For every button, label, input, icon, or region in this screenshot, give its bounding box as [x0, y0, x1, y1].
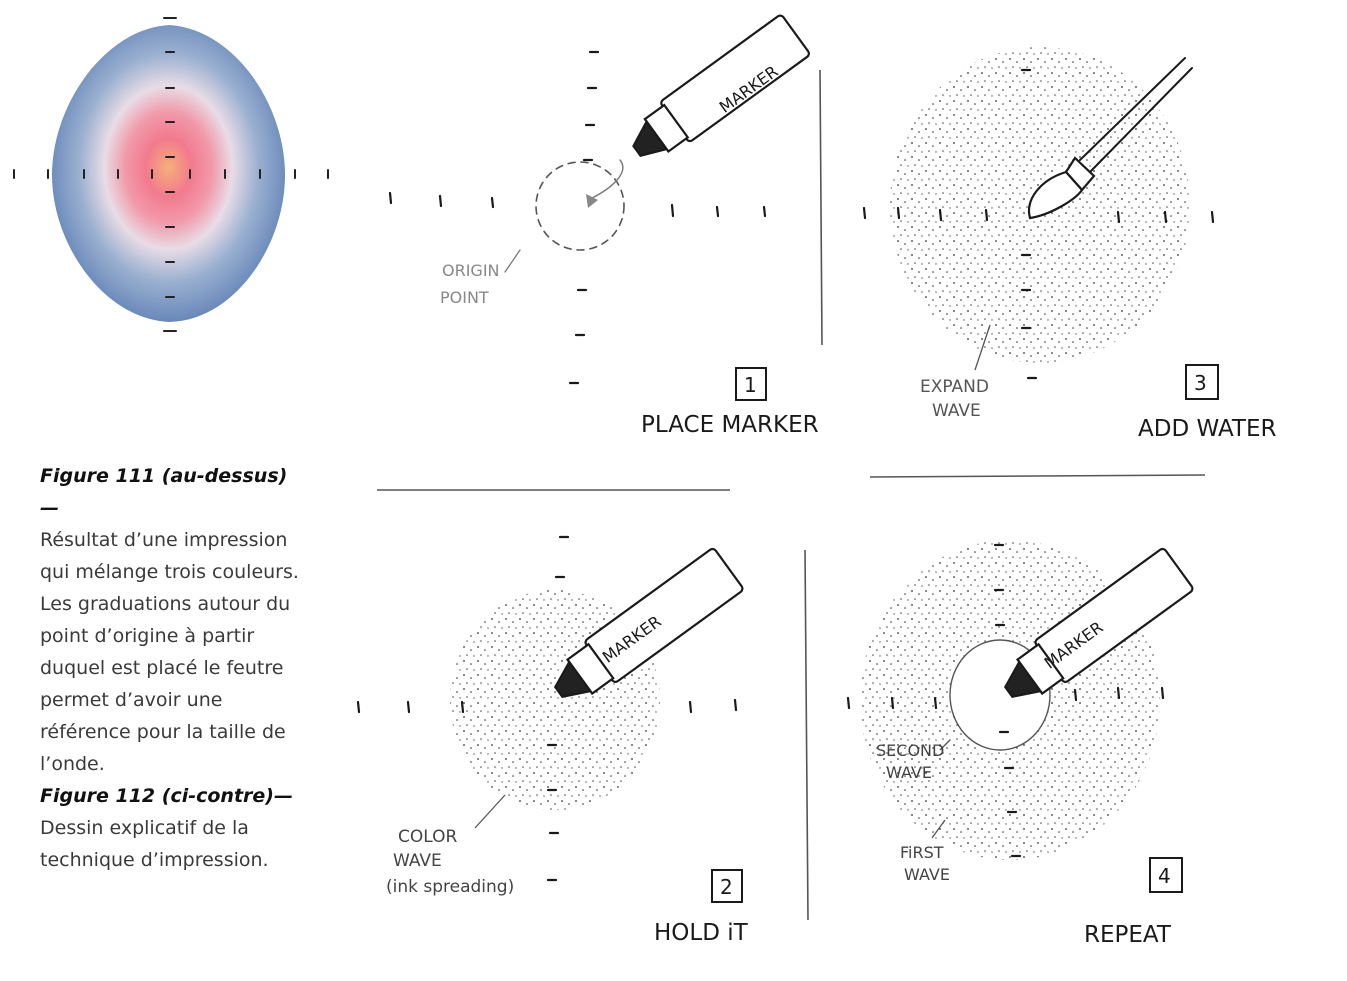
figure-caption: Figure 111 (au-dessus)— Résultat d’une i… — [40, 460, 305, 876]
panel-4 — [846, 540, 1194, 860]
panel-4-title: REPEAT — [1084, 922, 1172, 948]
figure-111-text: Résultat d’une impression qui mélange tr… — [40, 529, 299, 775]
panel-1-note-line2: POINT — [440, 288, 489, 307]
color-print-photo — [13, 17, 329, 332]
panel-2 — [356, 535, 744, 882]
panel-1 — [388, 14, 810, 385]
panel-3-note-line1: EXPAND — [920, 377, 989, 397]
figure-112-text: Dessin explicatif de la technique d’impr… — [40, 817, 269, 871]
panel-4-note-line1: SECOND — [876, 741, 944, 760]
panel-2-note-line1: COLOR — [398, 827, 457, 847]
panel-2-note-line2: WAVE — [393, 851, 442, 871]
panel-1-title: PLACE MARKER — [641, 412, 819, 438]
panel-2-note-line3: (ink spreading) — [386, 877, 514, 897]
panel-3 — [862, 47, 1215, 380]
panel-4-note-line3: FiRST — [900, 843, 944, 862]
panel-1-number: 1 — [744, 373, 757, 397]
panel-3-title: ADD WATER — [1138, 416, 1276, 442]
panel-3-note-line2: WAVE — [932, 401, 981, 421]
figure-111-title: Figure 111 (au-dessus)— — [40, 465, 288, 519]
panel-4-number: 4 — [1158, 864, 1171, 888]
panel-2-number: 2 — [720, 875, 733, 899]
panel-3-number: 3 — [1194, 371, 1207, 395]
panel-4-note-line4: WAVE — [904, 865, 950, 884]
panel-4-note-line2: WAVE — [886, 763, 932, 782]
panel-1-note-line1: ORIGIN — [442, 261, 500, 280]
figure-112-title: Figure 112 (ci-contre)— — [40, 785, 293, 807]
panel-2-title: HOLD iT — [654, 920, 749, 946]
